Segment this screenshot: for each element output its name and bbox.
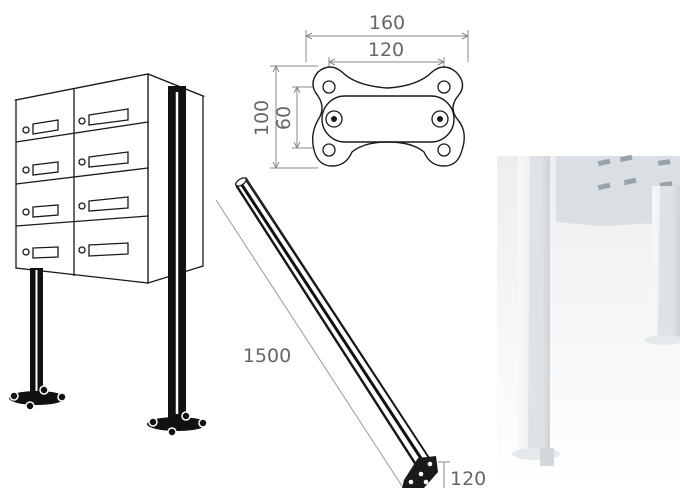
- photo-slot: [623, 177, 637, 186]
- dimension-label-outer-height: 100: [251, 100, 273, 136]
- post-edge: [238, 181, 428, 467]
- dimension-line-post-length: [215, 199, 403, 487]
- name-slot: [88, 108, 129, 126]
- post-cap: [235, 177, 247, 187]
- mounting-hole: [437, 143, 451, 157]
- right-base-plate: [147, 417, 207, 431]
- name-slot: [32, 119, 59, 135]
- arrow-head: [327, 58, 336, 66]
- arrow-head: [293, 85, 301, 94]
- post-edge: [235, 185, 419, 470]
- lock-icon: [78, 158, 86, 166]
- lock-icon: [78, 202, 86, 210]
- photo-slot: [597, 158, 611, 167]
- photo-mailbox-front: [556, 156, 680, 226]
- base-plate-drawing: 160 120 100 60: [251, 12, 470, 170]
- lock-icon: [22, 166, 30, 174]
- post-drawing: 1500 120: [215, 177, 486, 490]
- dimension-label-inner-height: 60: [273, 106, 295, 130]
- lock-icon: [22, 126, 30, 134]
- lock-icon: [22, 248, 30, 256]
- name-slot: [32, 161, 59, 176]
- dimension-label-outer-width: 160: [369, 12, 405, 34]
- lock-icon: [22, 208, 30, 216]
- photo-right-post-foot: [644, 335, 680, 345]
- mailbox-door-left-1: [22, 119, 59, 135]
- mailbox-door-right-1: [78, 108, 129, 126]
- mounting-hole: [437, 80, 451, 94]
- dimension-label-post-length: 1500: [243, 345, 291, 367]
- photo-slot: [597, 182, 611, 191]
- foot-bracket-hole: [418, 471, 424, 477]
- right-post-drawing: [147, 86, 208, 437]
- mailbox-door-left-4: [22, 246, 59, 259]
- name-slot: [88, 196, 129, 212]
- base-plate-hole: [167, 427, 177, 437]
- base-plate-hole: [9, 391, 19, 401]
- post-hole: [331, 116, 337, 122]
- arrow-head: [272, 161, 280, 170]
- base-plate-slot: [321, 95, 455, 143]
- base-plate-hole: [39, 385, 49, 395]
- base-plate-hole: [181, 411, 191, 421]
- arrow-head: [272, 64, 280, 73]
- mailbox-door-left-3: [22, 204, 59, 218]
- arrow-head: [437, 58, 446, 66]
- arrow-head: [461, 32, 470, 40]
- installed-posts-photo: [497, 154, 680, 490]
- lock-icon: [78, 246, 86, 254]
- mailbox-door-right-2: [78, 151, 129, 168]
- photo-slot: [619, 154, 633, 163]
- name-slot: [88, 151, 129, 168]
- base-plate-outline: [311, 66, 465, 167]
- photo-mailbox-slots: [597, 154, 673, 191]
- post-edge: [244, 178, 433, 464]
- photo-left-post-foot-shadow: [540, 448, 554, 466]
- left-base-plate: [9, 391, 65, 405]
- photo-right-post-fin: [658, 186, 674, 338]
- dimension-label-foot-height: 120: [450, 468, 486, 490]
- post-foot-bracket: [402, 456, 438, 488]
- base-plate-hole: [148, 417, 158, 427]
- mailbox-row-divider: [15, 121, 149, 143]
- photo-slot: [657, 159, 671, 166]
- mailbox-door-left-2: [22, 161, 59, 176]
- base-plate-hole: [57, 392, 67, 402]
- base-plate-hole: [198, 418, 208, 428]
- foot-bracket-hole: [423, 479, 429, 485]
- name-slot: [88, 242, 129, 257]
- left-post-drawing: [9, 268, 67, 411]
- post-hole: [437, 116, 443, 122]
- mounting-hole: [322, 80, 336, 94]
- mailbox-row-divider: [15, 167, 149, 185]
- lock-icon: [78, 117, 86, 125]
- name-slot: [32, 246, 59, 259]
- foot-bracket-hole: [427, 461, 433, 467]
- base-plate-hole: [25, 401, 35, 411]
- dimension-label-inner-width: 120: [368, 39, 404, 61]
- mounting-hole: [322, 143, 336, 157]
- arrow-head: [293, 141, 301, 150]
- foot-bracket-hole: [408, 479, 414, 485]
- mailbox-door-right-4: [78, 242, 129, 257]
- mailbox-row-divider: [15, 215, 149, 227]
- mailbox-door-right-3: [78, 196, 129, 212]
- name-slot: [32, 204, 59, 218]
- photo-left-post-fin: [528, 156, 545, 452]
- arrow-head: [304, 32, 313, 40]
